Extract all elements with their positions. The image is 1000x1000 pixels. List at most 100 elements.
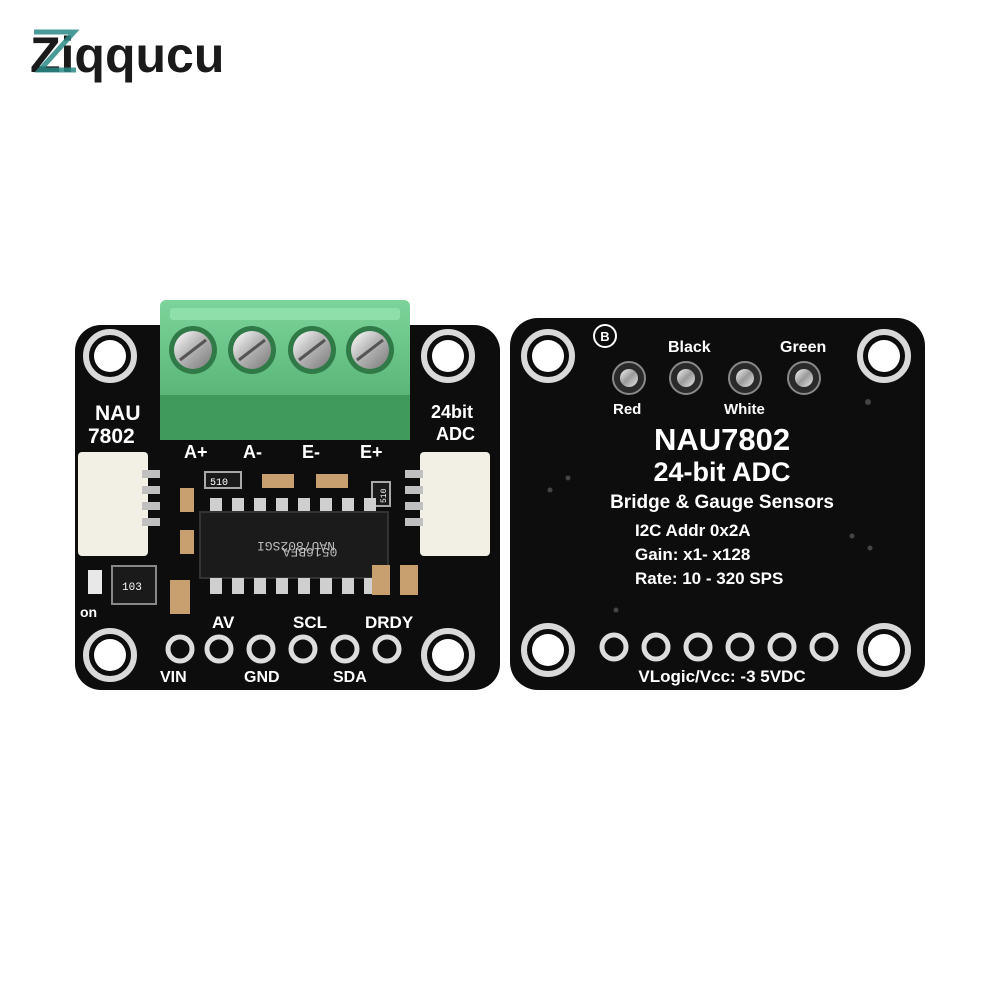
- front-mounting-holes: [83, 329, 475, 682]
- pin-pad-icon: [246, 634, 276, 664]
- smd-components-bottom: 103: [88, 565, 418, 614]
- back-pcb: [510, 318, 925, 690]
- mounting-hole-icon: [421, 628, 475, 682]
- terminal-label-e-plus: E+: [360, 442, 383, 462]
- pin-pad-icon: [683, 632, 713, 662]
- left-jst-connector: [78, 452, 160, 556]
- mounting-hole-icon: [94, 639, 126, 671]
- front-board: A+ A- E- E+ NAU 7802 24bit ADC 510: [75, 300, 500, 690]
- label-scl: SCL: [293, 613, 327, 632]
- resistor-510: [204, 471, 242, 489]
- label-drdy: DRDY: [365, 613, 414, 632]
- mounting-hole-icon: [532, 634, 564, 666]
- label-model: 7802: [88, 425, 135, 448]
- label-adc: ADC: [436, 424, 475, 444]
- chip-marking-line1: NAU7802SGI: [257, 538, 335, 553]
- power-led: [88, 570, 102, 594]
- jst-pin: [405, 486, 423, 494]
- jst-housing: [420, 452, 490, 556]
- pin-pad-icon: [641, 632, 671, 662]
- mounting-hole-icon: [868, 634, 900, 666]
- resistor-510: [371, 481, 391, 507]
- terminal-screws: [169, 326, 394, 374]
- pin-pad-icon: [372, 634, 402, 664]
- jst-pin: [405, 502, 423, 510]
- jst-pin: [142, 502, 160, 510]
- label-on: on: [80, 604, 97, 620]
- chip-body: [199, 511, 389, 579]
- pin-pad-icon: [330, 634, 360, 664]
- capacitor: [262, 474, 294, 488]
- pin-pad-icon: [725, 632, 755, 662]
- mounting-hole-icon: [532, 340, 564, 372]
- back-line-gain: Gain: x1- x128: [635, 545, 750, 564]
- solder-pad-icon: [795, 369, 813, 387]
- mounting-hole-icon: [94, 340, 126, 372]
- wire-label-black: Black: [668, 339, 711, 356]
- resistor-code: 510: [380, 488, 389, 503]
- mounting-hole-icon: [432, 639, 464, 671]
- brand-logo: Ziqqucu: [30, 27, 224, 83]
- pin-pad-icon: [599, 632, 629, 662]
- mounting-hole-icon: [857, 329, 911, 383]
- solder-pad-icon: [677, 369, 695, 387]
- jst-pin: [142, 486, 160, 494]
- pin-pad-icon: [288, 634, 318, 664]
- terminal-label-e-minus: E-: [302, 442, 320, 462]
- capacitor: [400, 565, 418, 595]
- wire-label-green: Green: [780, 339, 826, 356]
- jst-pin: [405, 470, 423, 478]
- smd-components-top: 510 510: [180, 471, 391, 554]
- back-header-pads: [599, 632, 839, 662]
- capacitor: [170, 580, 190, 614]
- jst-pin: [142, 470, 160, 478]
- mounting-hole-icon: [83, 329, 137, 383]
- right-jst-connector: [405, 452, 490, 556]
- jst-housing: [78, 452, 148, 556]
- capacitor: [372, 565, 390, 595]
- label-sda: SDA: [333, 669, 367, 686]
- terminal-label-a-plus: A+: [184, 442, 208, 462]
- mounting-hole-icon: [83, 628, 137, 682]
- adc-chip: NAU7802SGI 0516BFA: [199, 498, 389, 594]
- mounting-hole-icon: [521, 623, 575, 677]
- screw-terminal-block: [160, 300, 410, 440]
- back-line-i2c-addr: I2C Addr 0x2A: [635, 521, 751, 540]
- pin-pad-icon: [204, 634, 234, 664]
- label-av: AV: [212, 613, 235, 632]
- terminal-lower-body: [160, 395, 410, 440]
- capacitor: [180, 530, 194, 554]
- b-mark-circle-icon: [593, 324, 617, 348]
- mounting-hole-icon: [868, 340, 900, 372]
- back-line-sensors: Bridge & Gauge Sensors: [610, 492, 834, 513]
- wire-label-red: Red: [613, 401, 641, 418]
- back-line-rate: Rate: 10 - 320 SPS: [635, 569, 783, 588]
- terminal-top-edge: [170, 308, 400, 320]
- mounting-hole-icon: [857, 623, 911, 677]
- label-gnd: GND: [244, 669, 280, 686]
- mounting-hole-icon: [432, 340, 464, 372]
- back-subtitle: 24-bit ADC: [653, 457, 790, 487]
- solder-pad-icon: [620, 369, 638, 387]
- resistor-code: 510: [210, 478, 228, 489]
- wire-label-white: White: [724, 401, 765, 418]
- logo-z-accent-icon: [34, 29, 80, 73]
- capacitor: [180, 488, 194, 512]
- back-board: B Black Green Red White NAU7802 24-bit A…: [510, 318, 925, 690]
- chip-pins-bottom: [210, 578, 376, 594]
- label-nau: NAU: [95, 402, 141, 425]
- back-title: NAU7802: [654, 422, 790, 457]
- mounting-hole-icon: [421, 329, 475, 383]
- chip-pins-top: [210, 498, 376, 514]
- mounting-hole-icon: [521, 329, 575, 383]
- jst-pin: [405, 518, 423, 526]
- capacitor: [316, 474, 348, 488]
- terminal-label-a-minus: A-: [243, 442, 262, 462]
- solder-pad-icon: [736, 369, 754, 387]
- screw-slot-icon: [298, 338, 326, 362]
- chip-marking-line2: 0516BFA: [282, 544, 337, 559]
- brand-logo-text: Ziqqucu: [30, 27, 224, 83]
- terminal-labels: A+ A- E- E+: [184, 442, 383, 462]
- b-mark: B: [600, 329, 609, 344]
